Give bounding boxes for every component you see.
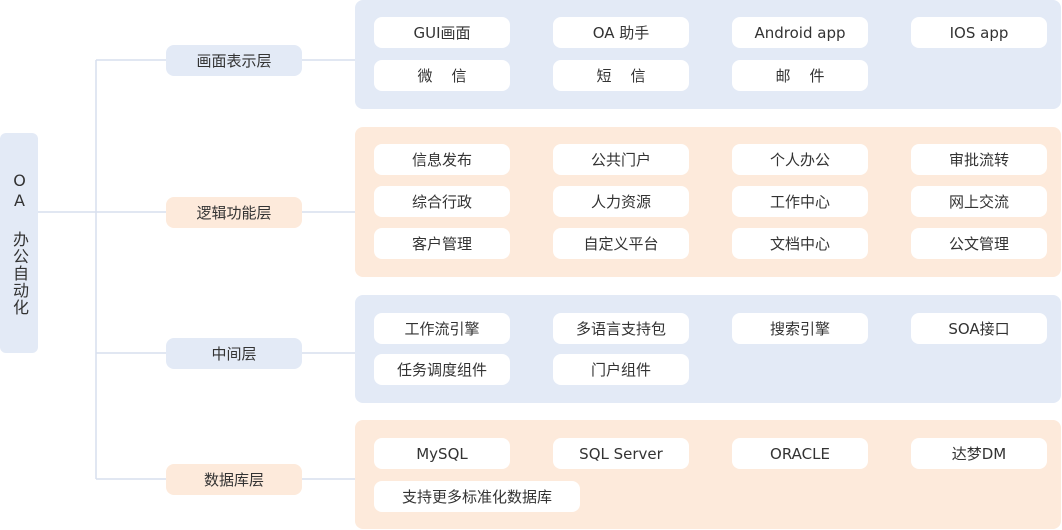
item-task-scheduler: 任务调度组件 xyxy=(374,354,510,385)
layer-label-database: 数据库层 xyxy=(166,464,302,495)
layer-label-text: 画面表示层 xyxy=(196,52,272,70)
layer-panel-database: MySQL SQL Server ORACLE 达梦DM 支持更多标准化数据库 xyxy=(355,420,1061,529)
item-portal-component: 门户组件 xyxy=(553,354,689,385)
layer-panel-logic: 信息发布 公共门户 个人办公 审批流转 综合行政 人力资源 工作中心 网上交流 … xyxy=(355,127,1061,277)
item-android-app: Android app xyxy=(732,17,868,48)
item-i18n-pack: 多语言支持包 xyxy=(553,313,689,344)
layer-label-text: 逻辑功能层 xyxy=(196,204,272,222)
item-sms: 短 信 xyxy=(553,60,689,91)
item-official-docs: 公文管理 xyxy=(911,228,1047,259)
layer-label-text: 中间层 xyxy=(211,345,257,363)
item-oa-assistant: OA 助手 xyxy=(553,17,689,48)
item-admin: 综合行政 xyxy=(374,186,510,217)
item-work-center: 工作中心 xyxy=(732,186,868,217)
item-mysql: MySQL xyxy=(374,438,510,469)
item-hr: 人力资源 xyxy=(553,186,689,217)
item-personal-office: 个人办公 xyxy=(732,144,868,175)
layer-label-logic: 逻辑功能层 xyxy=(166,197,302,228)
layer-panel-middleware: 工作流引擎 多语言支持包 搜索引擎 SOA接口 任务调度组件 门户组件 xyxy=(355,295,1061,403)
item-more-databases: 支持更多标准化数据库 xyxy=(374,481,580,512)
item-doc-center: 文档中心 xyxy=(732,228,868,259)
item-customer-mgmt: 客户管理 xyxy=(374,228,510,259)
item-info-publish: 信息发布 xyxy=(374,144,510,175)
item-sql-server: SQL Server xyxy=(553,438,689,469)
item-custom-platform: 自定义平台 xyxy=(553,228,689,259)
item-gui: GUI画面 xyxy=(374,17,510,48)
layer-panel-presentation: GUI画面 OA 助手 Android app IOS app 微 信 短 信 … xyxy=(355,0,1061,109)
item-wechat: 微 信 xyxy=(374,60,510,91)
item-oracle: ORACLE xyxy=(732,438,868,469)
layer-label-middleware: 中间层 xyxy=(166,338,302,369)
item-ios-app: IOS app xyxy=(911,17,1047,48)
item-workflow-engine: 工作流引擎 xyxy=(374,313,510,344)
root-node: OA 办公自动化 xyxy=(0,133,38,353)
layer-label-text: 数据库层 xyxy=(203,471,264,489)
item-online-exchange: 网上交流 xyxy=(911,186,1047,217)
item-soa-interface: SOA接口 xyxy=(911,313,1047,344)
item-search-engine: 搜索引擎 xyxy=(732,313,868,344)
layer-label-presentation: 画面表示层 xyxy=(166,45,302,76)
root-label: OA 办公自动化 xyxy=(10,170,29,316)
item-public-portal: 公共门户 xyxy=(553,144,689,175)
item-approval-flow: 审批流转 xyxy=(911,144,1047,175)
item-dameng: 达梦DM xyxy=(911,438,1047,469)
item-email: 邮 件 xyxy=(732,60,868,91)
